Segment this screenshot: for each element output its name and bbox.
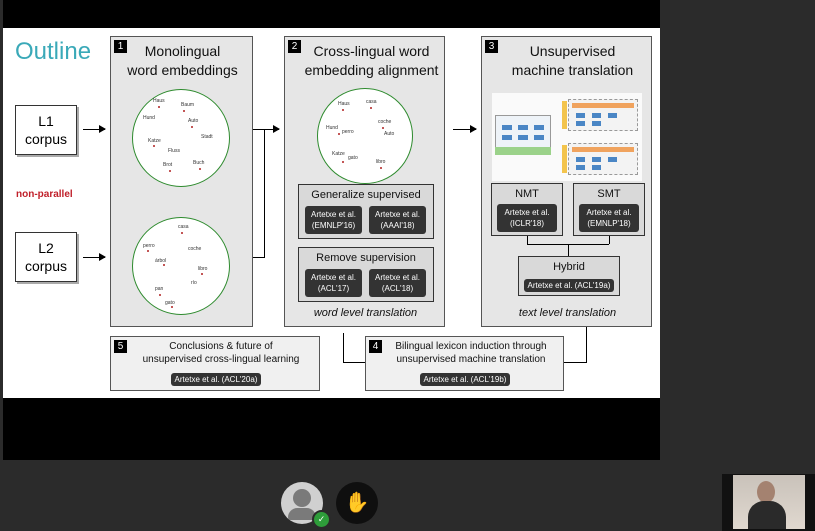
panel-3-title: Unsupervised machine translation	[492, 42, 653, 80]
citation-emnlp16: Artetxe et al. (EMNLP'16)	[305, 206, 362, 234]
panel-1-title-line2: word embeddings	[127, 62, 238, 78]
panel-4-line1: Bilingual lexicon induction through	[395, 341, 547, 352]
panel-cross-lingual: 2 Cross-lingual word embedding alignment…	[284, 36, 445, 327]
citation-acl19a: Artetxe et al. (ACL'19a)	[524, 279, 614, 292]
hybrid-arrow-stem	[568, 244, 569, 256]
panel-4-number: 4	[369, 340, 382, 353]
hybrid-title: Hybrid	[553, 261, 585, 273]
citation-iclr18-venue: (ICLR'18)	[510, 219, 544, 228]
connector-3-to-4	[586, 327, 587, 362]
connector-3-to-4-h	[564, 362, 587, 363]
panel-5-text: Conclusions & future of unsupervised cro…	[121, 340, 321, 366]
connector-top	[253, 129, 265, 130]
l2-corpus-doc: L2 corpus	[15, 232, 77, 282]
panel-5-line1: Conclusions & future of	[169, 341, 273, 352]
citation-acl19b: Artetxe et al. (ACL'19b)	[420, 373, 510, 386]
citation-aaai18: Artetxe et al. (AAAI'18)	[369, 206, 426, 234]
citation-acl17-venue: (ACL'17)	[317, 284, 350, 293]
panel-3-title-line2: machine translation	[511, 62, 634, 78]
panel-2-title-line2: embedding alignment	[304, 62, 439, 78]
generalize-supervised-box: Generalize supervised Artetxe et al. (EM…	[298, 184, 434, 239]
generalize-title: Generalize supervised	[311, 189, 421, 201]
citation-acl17-authors: Artetxe et al.	[311, 273, 356, 282]
arrow-l2	[83, 253, 106, 261]
remove-title: Remove supervision	[316, 252, 416, 264]
connector-4-to-2-h	[343, 362, 366, 363]
text-level-label: text level translation	[518, 307, 617, 319]
citation-emnlp18-authors: Artetxe et al.	[586, 208, 632, 217]
panel-1-number: 1	[114, 40, 127, 53]
smt-title: SMT	[597, 188, 621, 200]
l1-embedding-space: Haus Baum Hund Auto Stadt Katze Fluss Br…	[132, 89, 230, 187]
citation-emnlp16-authors: Artetxe et al.	[311, 210, 356, 219]
citation-emnlp18: Artetxe et al. (EMNLP'18)	[579, 204, 639, 232]
arrow-to-panel-2	[265, 125, 280, 133]
panel-1-title: Monolingual word embeddings	[111, 42, 254, 80]
smt-box: SMT Artetxe et al. (EMNLP'18)	[573, 183, 645, 236]
architecture-diagram	[492, 93, 642, 181]
citation-acl18-authors: Artetxe et al.	[375, 273, 420, 282]
smt-connector	[609, 236, 610, 244]
citation-emnlp18-venue: (EMNLP'18)	[587, 219, 631, 228]
connector-bottom	[253, 257, 265, 258]
presentation-slide: Outline L1 corpus non-parallel L2 corpus…	[3, 28, 660, 398]
raise-hand-icon: ✋	[344, 492, 370, 514]
non-parallel-label: non-parallel	[16, 189, 73, 200]
l2-label: L2	[38, 240, 54, 256]
panel-4-text: Bilingual lexicon induction through unsu…	[378, 340, 564, 366]
l1-corpus-label: corpus	[24, 131, 68, 147]
citation-iclr18-authors: Artetxe et al.	[504, 208, 550, 217]
slide-title: Outline	[15, 38, 92, 65]
l2-corpus-label: corpus	[24, 258, 68, 274]
arrow-l1	[83, 125, 106, 133]
citation-acl18: Artetxe et al. (ACL'18)	[369, 269, 426, 297]
panel-bilingual-lexicon: 4 Bilingual lexicon induction through un…	[365, 336, 564, 391]
nmt-box: NMT Artetxe et al. (ICLR'18)	[491, 183, 563, 236]
citation-acl17: Artetxe et al. (ACL'17)	[305, 269, 362, 297]
arrow-to-panel-3	[453, 125, 477, 133]
panel-5-number: 5	[114, 340, 127, 353]
panel-unsupervised-mt: 3 Unsupervised machine translation	[481, 36, 652, 327]
l2-embedding-space: casa perro árbol coche libro río pan gat…	[132, 217, 230, 315]
word-level-label: word level translation	[313, 307, 418, 319]
citation-aaai18-venue: (AAAI'18)	[380, 221, 415, 230]
remove-supervision-box: Remove supervision Artetxe et al. (ACL'1…	[298, 247, 434, 302]
l1-label: L1	[38, 113, 54, 129]
panel-4-line2: unsupervised machine translation	[396, 354, 546, 365]
hybrid-box: Hybrid Artetxe et al. (ACL'19a)	[518, 256, 620, 296]
nmt-connector	[527, 236, 528, 244]
panel-2-title-line1: Cross-lingual word	[313, 43, 430, 59]
panel-3-title-line1: Unsupervised	[529, 43, 616, 59]
connector-vertical	[264, 129, 265, 258]
panel-1-title-line1: Monolingual	[144, 43, 221, 59]
speaker-body	[748, 501, 786, 529]
check-icon: ✓	[312, 510, 331, 529]
nmt-title: NMT	[515, 188, 539, 200]
panel-2-number: 2	[288, 40, 301, 53]
citation-acl18-venue: (ACL'18)	[381, 284, 414, 293]
citation-iclr18: Artetxe et al. (ICLR'18)	[497, 204, 557, 232]
citation-acl20a: Artetxe et al. (ACL'20a)	[171, 373, 261, 386]
panel-3-number: 3	[485, 40, 498, 53]
shared-embedding-space: Haus casa Hund perro coche Auto Katze ga…	[317, 88, 413, 184]
panel-conclusions: 5 Conclusions & future of unsupervised c…	[110, 336, 320, 391]
person-icon	[293, 489, 311, 507]
person-icon-body	[288, 508, 316, 520]
l1-corpus-doc: L1 corpus	[15, 105, 77, 155]
panel-monolingual: 1 Monolingual word embeddings Haus Baum …	[110, 36, 253, 327]
citation-emnlp16-venue: (EMNLP'16)	[311, 221, 356, 230]
citation-aaai18-authors: Artetxe et al.	[375, 210, 420, 219]
connector-4-to-2	[343, 333, 344, 363]
raise-hand-button[interactable]: ✋	[336, 482, 378, 524]
speaker-head	[757, 481, 775, 503]
panel-5-line2: unsupervised cross-lingual learning	[142, 354, 300, 365]
panel-2-title: Cross-lingual word embedding alignment	[297, 42, 446, 80]
